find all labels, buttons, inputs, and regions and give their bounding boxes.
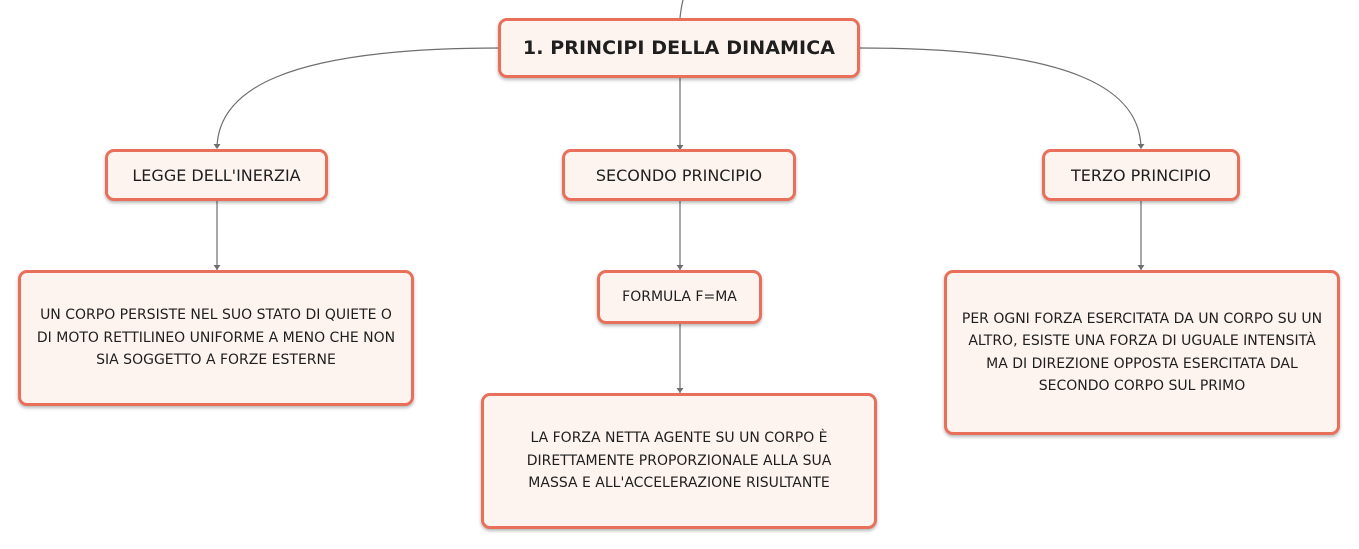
connector-root-legge xyxy=(216,47,501,149)
branch-node-label: TERZO PRINCIPIO xyxy=(1071,165,1211,185)
leaf-node-terzo-definizione[interactable]: PER OGNI FORZA ESERCITATA DA UN CORPO SU… xyxy=(944,270,1340,435)
leaf-node-text: UN CORPO PERSISTE NEL SUO STATO DI QUIET… xyxy=(36,307,396,369)
leaf-node-formula[interactable]: FORMULA F=MA xyxy=(597,270,762,324)
leaf-node-text: FORMULA F=MA xyxy=(622,289,737,305)
branch-node-label: SECONDO PRINCIPIO xyxy=(595,165,763,185)
connector-root-terzo xyxy=(859,47,1142,149)
branch-node-secondo-principio[interactable]: SECONDO PRINCIPIO xyxy=(562,149,796,201)
branch-node-legge-inerzia[interactable]: LEGGE DELL'INERZIA xyxy=(105,149,328,201)
leaf-node-inerzia-definizione[interactable]: UN CORPO PERSISTE NEL SUO STATO DI QUIET… xyxy=(18,270,414,406)
connector-root-parent xyxy=(679,0,684,19)
leaf-node-text: LA FORZA NETTA AGENTE SU UN CORPO È DIRE… xyxy=(526,430,832,492)
root-node-label: 1. PRINCIPI DELLA DINAMICA xyxy=(522,37,836,59)
leaf-node-secondo-definizione[interactable]: LA FORZA NETTA AGENTE SU UN CORPO È DIRE… xyxy=(481,393,877,529)
root-node[interactable]: 1. PRINCIPI DELLA DINAMICA xyxy=(498,18,860,78)
branch-node-label: LEGGE DELL'INERZIA xyxy=(132,165,301,185)
branch-node-terzo-principio[interactable]: TERZO PRINCIPIO xyxy=(1042,149,1240,201)
leaf-node-text: PER OGNI FORZA ESERCITATA DA UN CORPO SU… xyxy=(961,310,1323,394)
